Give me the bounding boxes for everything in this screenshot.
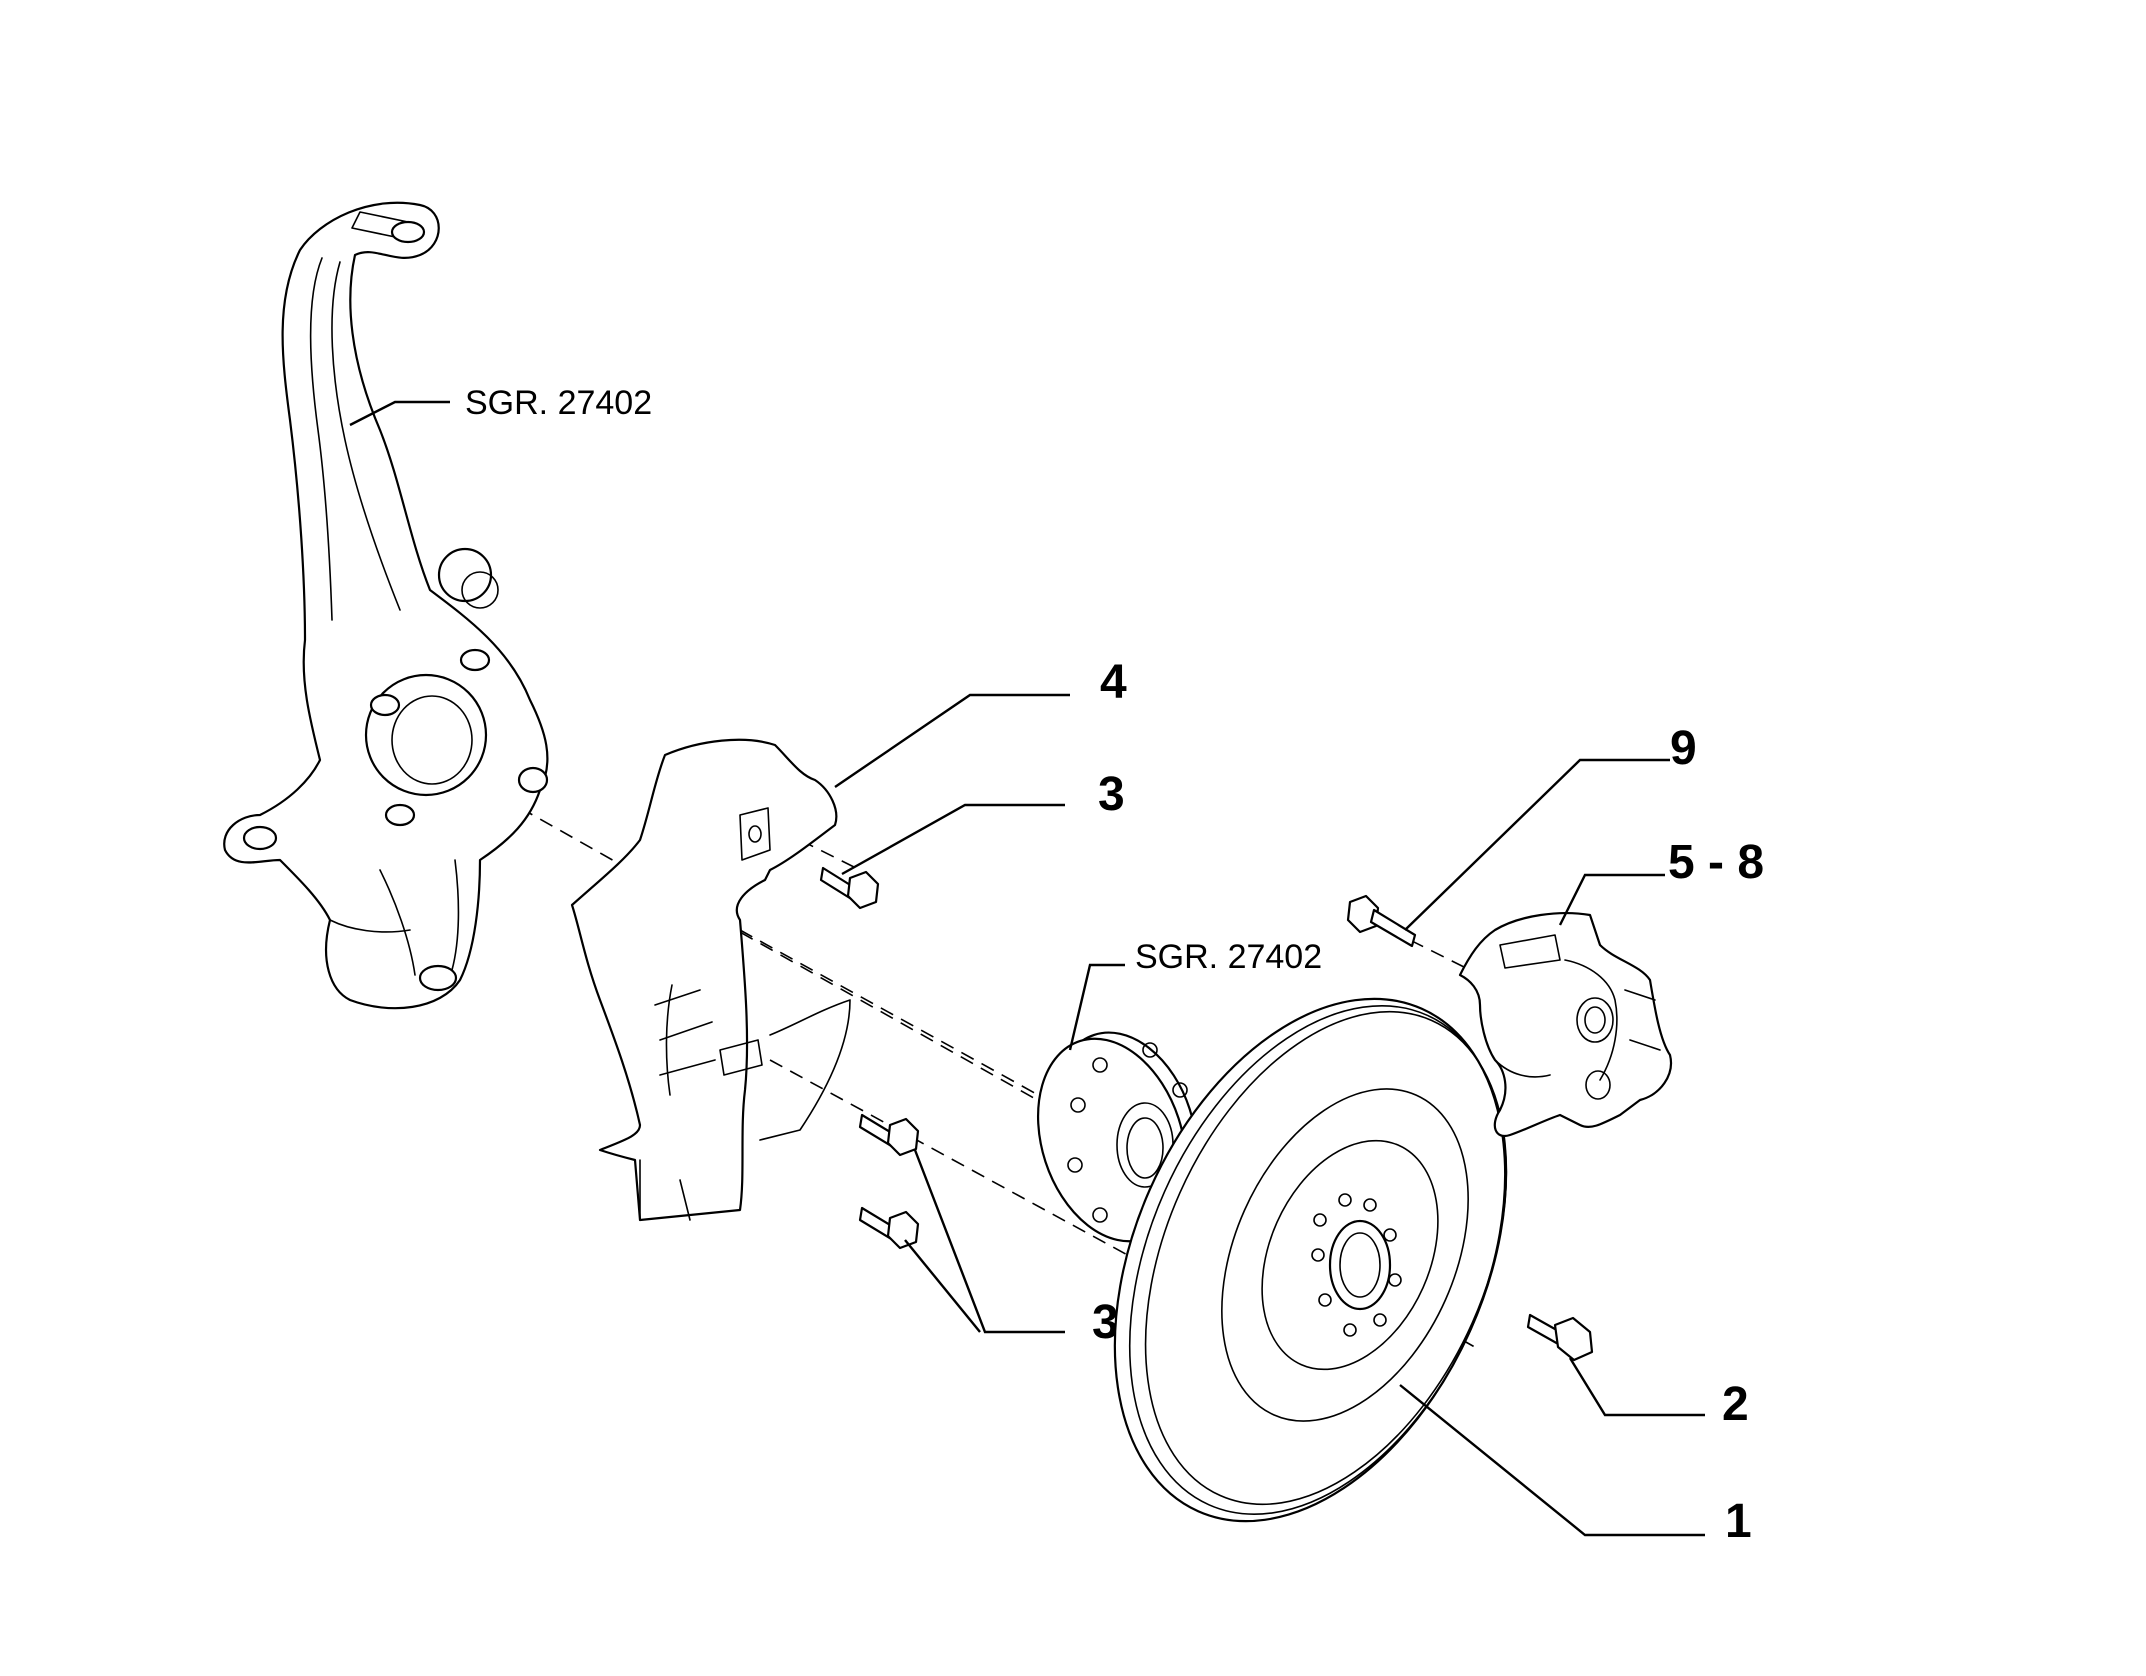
dust-shield-icon (570, 738, 851, 1222)
caliper-part-number: 5 - 8 (1668, 836, 1764, 889)
hub-callout: SGR. 27402 (1068, 938, 1322, 1051)
knuckle-callout: SGR. 27402 (349, 384, 652, 427)
brake-disc-number: 1 (1725, 1495, 1752, 1548)
bolt-icon (1526, 1313, 1594, 1362)
bolt-icon (858, 1113, 920, 1157)
shield-bolt-upper-number: 3 (1098, 768, 1125, 821)
knuckle-reference-label: SGR. 27402 (465, 384, 652, 422)
brake-caliper-icon (1458, 912, 1673, 1138)
shield-bolt-upper-callout: 3 (841, 768, 1125, 876)
hub-reference-label: SGR. 27402 (1135, 938, 1322, 976)
caliper-callout: 5 - 8 (1558, 836, 1764, 926)
disc-screw-callout: 2 (1568, 1357, 1749, 1431)
disc-callout: 1 (1399, 1384, 1752, 1548)
caliper-bolt-number: 9 (1670, 722, 1697, 775)
steering-knuckle-icon (223, 201, 549, 1010)
disc-screw-number: 2 (1722, 1378, 1749, 1431)
shield-callout: 4 (834, 656, 1127, 788)
bolt-icon (858, 1206, 920, 1250)
caliper-bolt-callout: 9 (1404, 722, 1697, 931)
bolt-icon (819, 866, 880, 910)
shield-part-number: 4 (1100, 656, 1127, 709)
bolt-icon (1346, 894, 1417, 948)
